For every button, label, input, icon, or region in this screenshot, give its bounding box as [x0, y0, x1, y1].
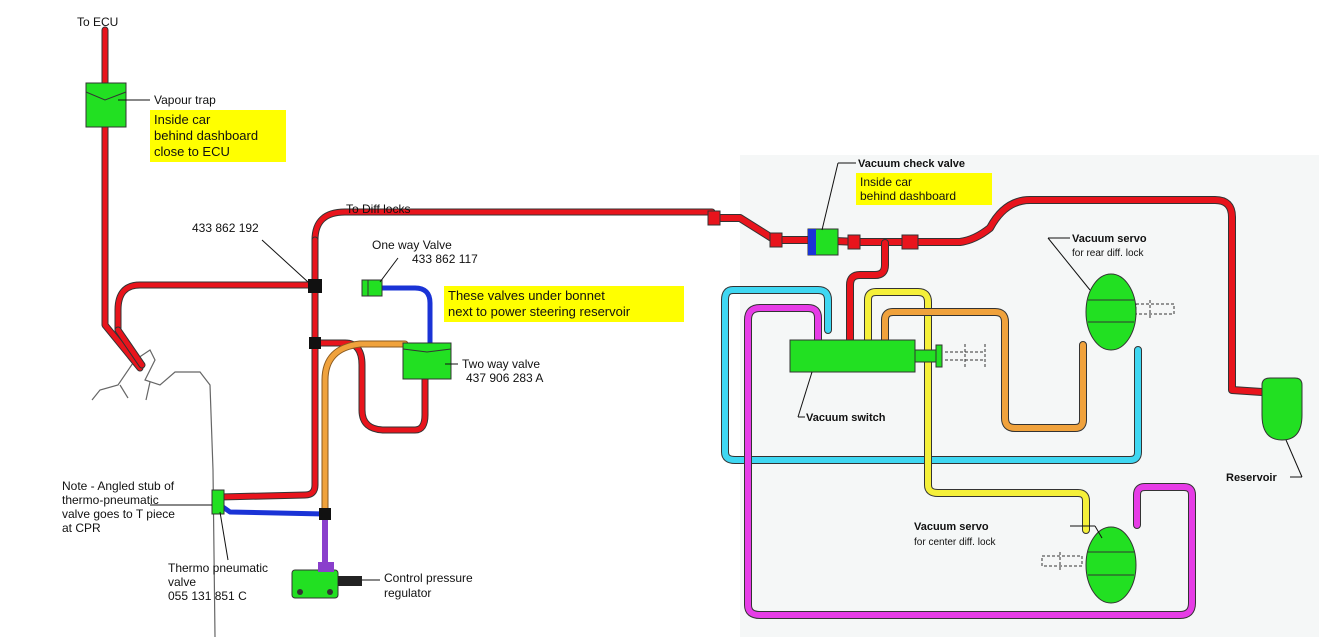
leader-lines-right — [797, 162, 1303, 539]
label-vapour-trap: Vapour trap — [154, 93, 216, 107]
red-hose-right — [708, 196, 1266, 396]
t-piece-cpr — [319, 508, 331, 520]
label-part-433-862-117: 433 862 117 — [412, 252, 478, 266]
orange-hose-right — [881, 308, 1087, 432]
t-piece-lower — [309, 337, 321, 349]
vacuum-switch — [789, 339, 986, 373]
one-way-valve — [361, 279, 383, 297]
label-vacuum-servo-center-sub: for center diff. lock — [914, 537, 997, 548]
label-two-way-valve: Two way valve — [462, 357, 540, 371]
label-vacuum-switch: Vacuum switch — [806, 412, 886, 424]
t-piece-433-862-192 — [308, 279, 322, 293]
label-part-433-862-192: 433 862 192 — [192, 221, 259, 235]
label-note-line3: valve goes to T piece — [62, 507, 175, 521]
label-vacuum-check-valve: Vacuum check valve — [858, 158, 965, 170]
red-hose-left — [101, 26, 716, 501]
label-cpr-line2: regulator — [384, 586, 431, 600]
thermo-pneumatic-valve — [211, 489, 225, 515]
label-note-line1: Note - Angled stub of — [62, 479, 175, 493]
note-check-valve: Inside car behind dashboard — [856, 173, 992, 205]
orange-hose-left — [321, 340, 409, 519]
hose-connectors — [707, 210, 919, 250]
label-vacuum-servo-rear-sub: for rear diff. lock — [1072, 248, 1145, 259]
label-to-ecu: To ECU — [77, 15, 118, 29]
label-to-diff-locks: To Diff locks — [346, 202, 410, 216]
magenta-hose — [744, 304, 1196, 619]
label-thermo-line1: Thermo pneumatic — [168, 561, 268, 575]
label-one-way-valve: One way Valve — [372, 238, 452, 252]
label-part-437-906-283-a: 437 906 283 A — [466, 371, 543, 385]
yellow-hose — [864, 288, 1090, 534]
vacuum-servo-rear — [1085, 273, 1175, 351]
vacuum-check-valve — [807, 228, 839, 256]
label-note-line4: at CPR — [62, 521, 101, 535]
vapour-trap — [85, 82, 127, 128]
two-way-valve — [402, 342, 452, 380]
label-thermo-part: 055 131 851 C — [168, 589, 247, 603]
label-vacuum-servo-center: Vacuum servo — [914, 521, 989, 533]
label-note-line2: thermo-pneumatic — [62, 493, 159, 507]
leader-lines-left — [118, 99, 458, 581]
label-thermo-line2: valve — [168, 575, 196, 589]
reservoir — [1261, 377, 1303, 441]
label-vacuum-servo-rear: Vacuum servo — [1072, 233, 1147, 245]
label-cpr-line1: Control pressure — [384, 571, 473, 585]
label-reservoir: Reservoir — [1226, 472, 1277, 484]
vacuum-servo-center — [1041, 526, 1137, 604]
cyan-hose — [721, 286, 1142, 464]
engine-outline — [91, 349, 216, 637]
note-valves-under-bonnet: These valves under bonnet next to power … — [444, 286, 684, 322]
note-vapour-trap: Inside car behind dashboard close to ECU — [150, 110, 286, 162]
control-pressure-regulator — [291, 562, 362, 599]
